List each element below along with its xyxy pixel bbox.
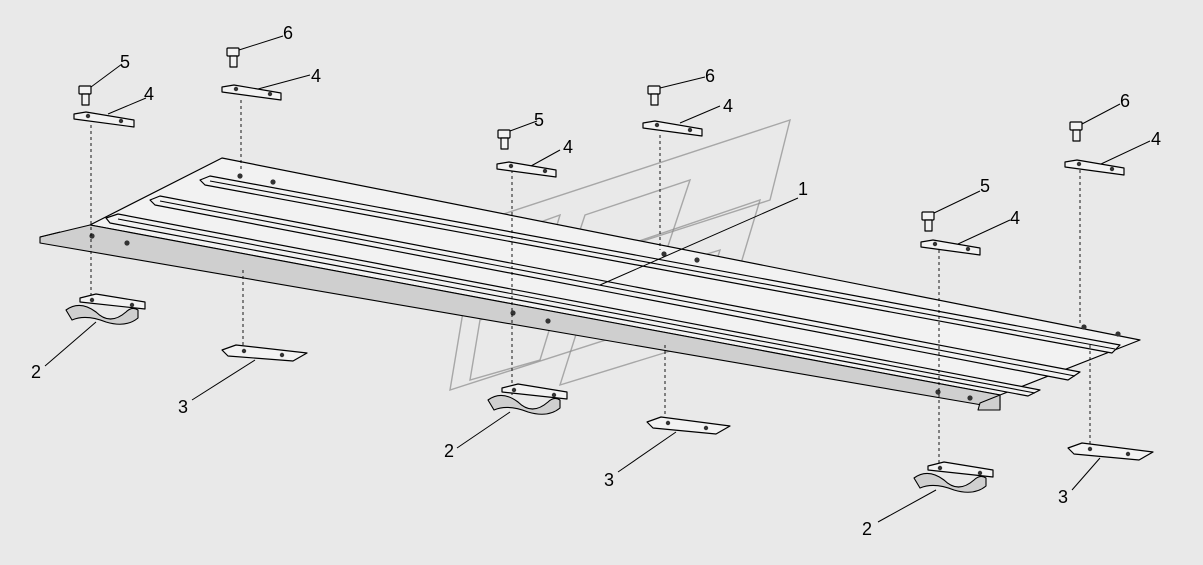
callout-4-e: 4 [1010, 208, 1020, 228]
bolt-part-5-right [921, 211, 935, 232]
callout-5-left: 5 [120, 52, 130, 72]
top-plate-part-4-b [221, 84, 282, 101]
callout-6-right: 6 [1120, 91, 1130, 111]
top-plate-part-4-d [642, 120, 703, 137]
leader-lines [44, 35, 1151, 523]
bolt-part-6-left [226, 47, 240, 68]
main-panel-part-1 [39, 157, 1141, 411]
top-plate-part-4-f [1064, 159, 1125, 176]
callout-6-center: 6 [705, 66, 715, 86]
callout-4-a: 4 [144, 84, 154, 104]
clamp-part-2-center [487, 383, 568, 415]
callout-4-c: 4 [563, 137, 573, 157]
callouts: 1 2 2 2 3 3 3 4 4 4 4 4 4 5 5 5 6 6 6 [31, 23, 1161, 539]
bolt-part-6-center [647, 85, 661, 106]
callout-4-b: 4 [311, 66, 321, 86]
callout-6-left: 6 [283, 23, 293, 43]
callout-3-right: 3 [1058, 487, 1068, 507]
bottom-plate-part-3-c [1067, 442, 1154, 461]
top-plate-part-4-c [496, 161, 557, 178]
bolt-part-5-center [497, 129, 511, 150]
callout-3-left: 3 [178, 397, 188, 417]
callout-5-right: 5 [980, 176, 990, 196]
bolt-part-5-left [78, 85, 92, 106]
bolt-part-6-right [1069, 121, 1083, 142]
clamp-part-2-left [65, 293, 146, 325]
callout-2-left: 2 [31, 362, 41, 382]
callout-4-d: 4 [723, 96, 733, 116]
top-plate-part-4-e [920, 239, 981, 256]
callout-1: 1 [798, 179, 808, 199]
bottom-plate-part-3-a [221, 344, 308, 362]
callout-2-right: 2 [862, 519, 872, 539]
callout-5-center: 5 [534, 110, 544, 130]
clamp-part-2-right [913, 461, 994, 493]
callout-3-center: 3 [604, 470, 614, 490]
callout-2-center: 2 [444, 441, 454, 461]
assembly-axes [90, 100, 1091, 470]
top-plate-part-4-a [73, 111, 135, 128]
bottom-plate-part-3-b [646, 416, 731, 435]
callout-4-f: 4 [1151, 129, 1161, 149]
